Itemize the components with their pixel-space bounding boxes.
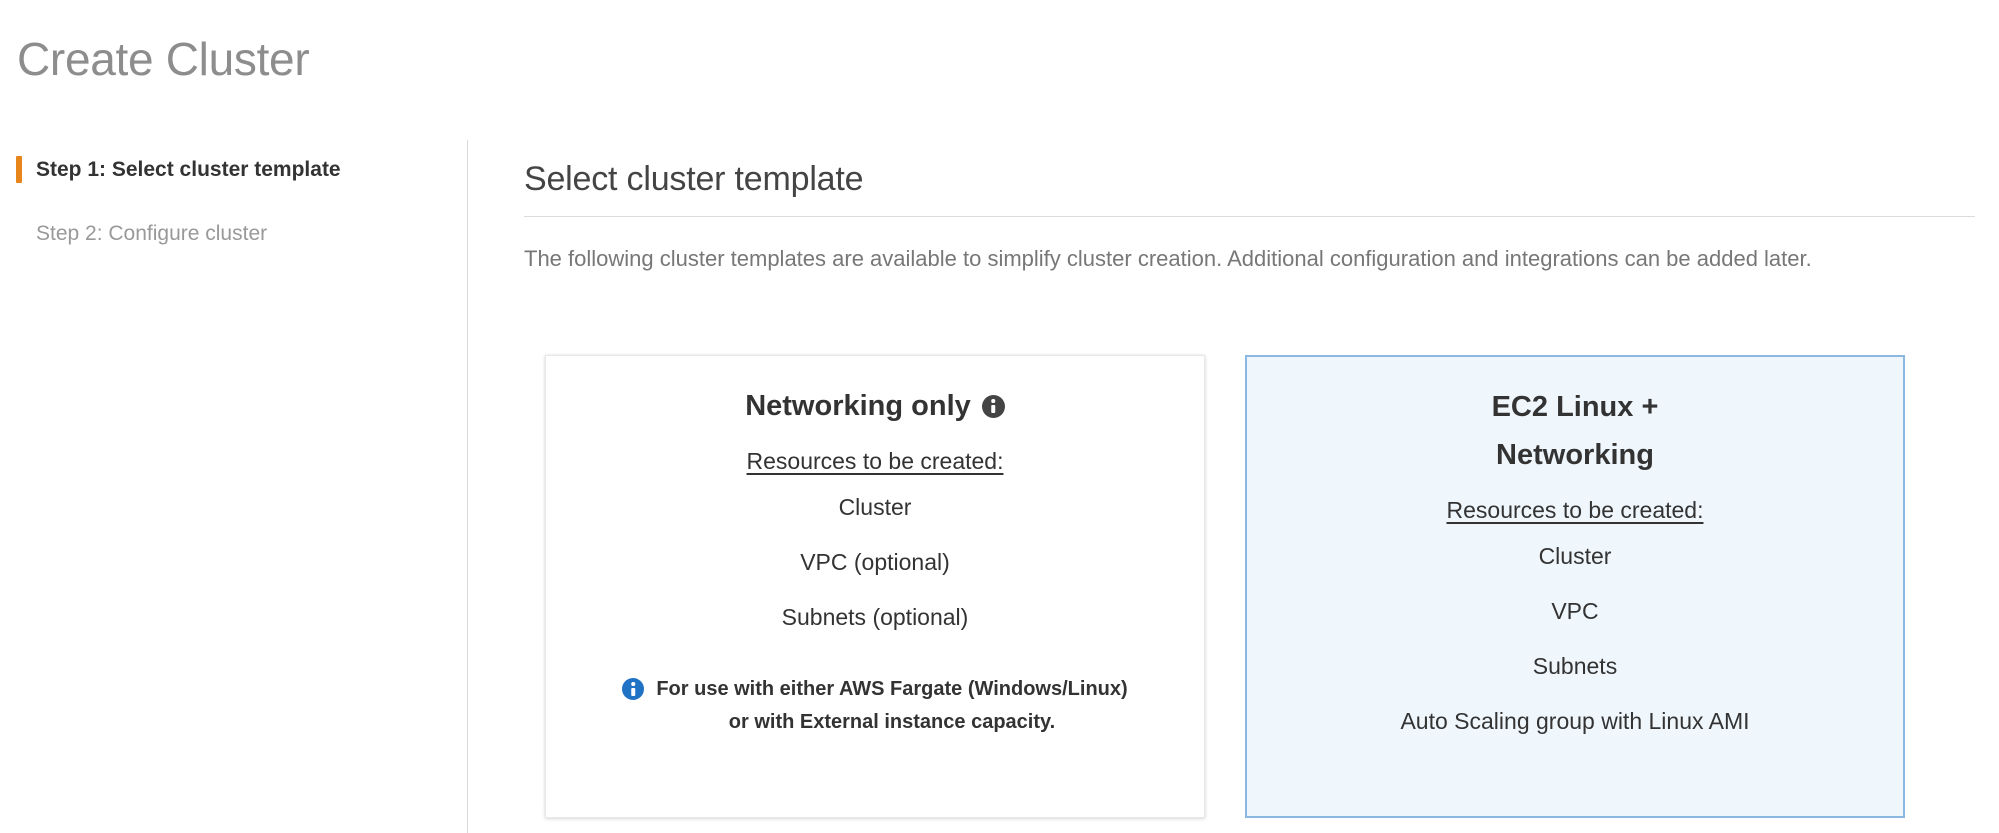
step-1-label: Step 1: Select cluster template [36,157,341,181]
info-icon-blue [622,678,645,700]
list-item: Cluster [1538,543,1612,569]
sidebar-item-step-2[interactable]: Step 2: Configure cluster [0,216,468,250]
cluster-template-cards: Networking only Resources to be created:… [545,355,1965,820]
resource-list-networking-only: Cluster VPC (optional) Subnets (optional… [574,484,1176,640]
sidebar-item-step-1[interactable]: Step 1: Select cluster template [0,152,468,186]
section-description: The following cluster templates are avai… [524,246,1812,271]
card-note-networking-only: For use with either AWS Fargate (Windows… [574,673,1176,739]
sidebar-divider [467,140,468,833]
template-card-ec2-linux-networking[interactable]: EC2 Linux + Networking Resources to be c… [1245,355,1905,818]
wizard-steps-sidebar: Step 1: Select cluster template Step 2: … [0,140,468,833]
step-2-label: Step 2: Configure cluster [36,221,268,245]
card-title-text: EC2 Linux + Networking [1491,391,1659,471]
resource-list-ec2-linux-networking: Cluster VPC Subnets Auto Scaling group w… [1275,533,1875,744]
card-title-ec2-linux-networking: EC2 Linux + Networking [1275,383,1875,479]
card-title-text: Networking only [745,390,971,422]
list-item: VPC [1551,598,1599,624]
info-icon[interactable] [981,394,1005,418]
list-item: Cluster [838,494,912,520]
heading-divider [524,216,1975,217]
list-item: Subnets (optional) [781,604,969,630]
resources-label: Resources to be created: [1446,497,1704,523]
card-title-networking-only: Networking only [574,382,1176,430]
list-item: Auto Scaling group with Linux AMI [1400,708,1750,734]
active-step-marker [16,156,22,183]
list-item: Subnets [1532,653,1618,679]
page-title: Create Cluster [17,33,310,85]
template-card-networking-only[interactable]: Networking only Resources to be created:… [545,355,1205,818]
section-heading: Select cluster template [524,160,864,198]
main-content: Select cluster template The following cl… [524,140,1999,278]
resources-label: Resources to be created: [746,448,1004,474]
card-note-text: For use with either AWS Fargate (Windows… [656,678,1128,733]
list-item: VPC (optional) [800,549,950,575]
